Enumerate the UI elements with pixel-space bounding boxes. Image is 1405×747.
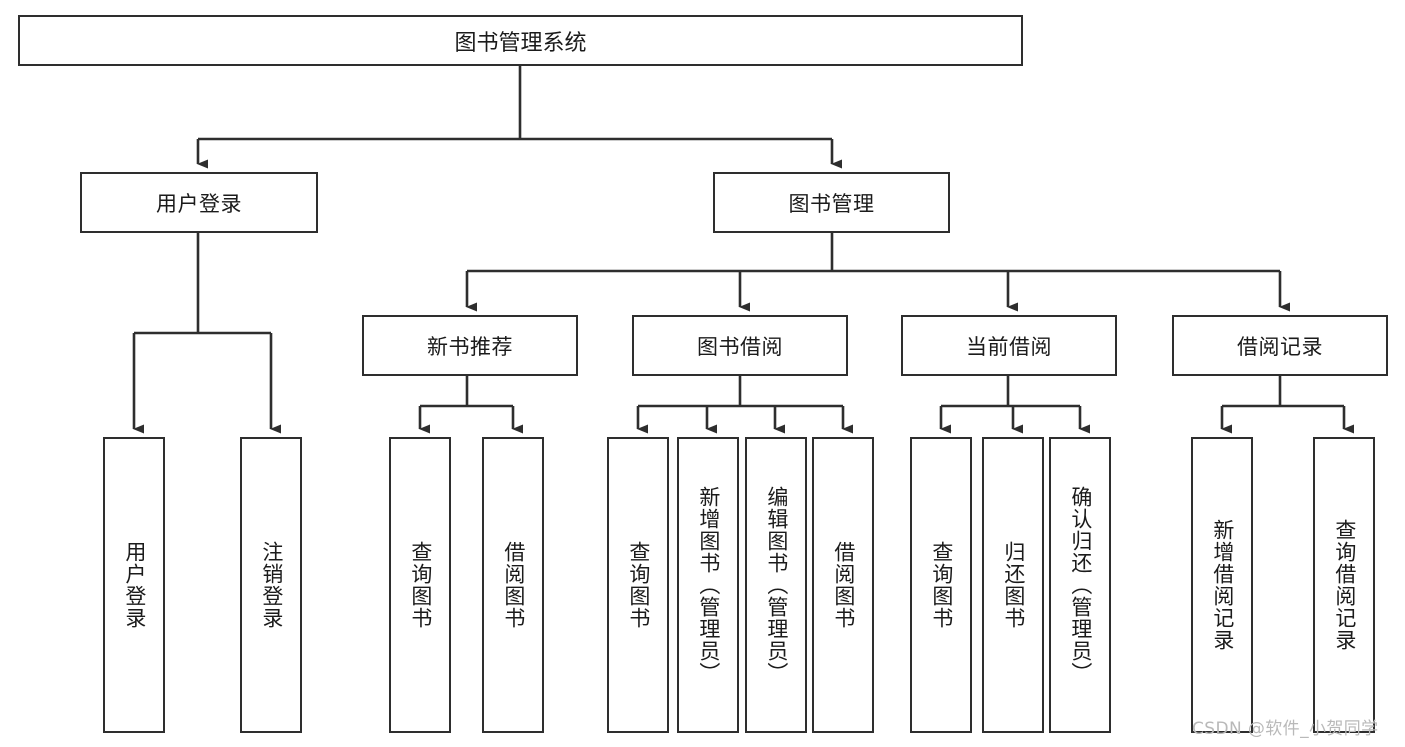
node-current-borrow[interactable]: 当前借阅 bbox=[901, 315, 1117, 376]
node-new-book-recommend[interactable]: 新书推荐 bbox=[362, 315, 578, 376]
leaf-user-login-label: 用户登录 bbox=[122, 541, 147, 629]
leaf-br-add-record[interactable]: 新增借阅记录 bbox=[1191, 437, 1253, 733]
leaf-user-login[interactable]: 用户登录 bbox=[103, 437, 165, 733]
leaf-bb-add-book[interactable]: 新增图书（管理员） bbox=[677, 437, 739, 733]
node-book-management[interactable]: 图书管理 bbox=[713, 172, 950, 233]
node-borrow-record-label: 借阅记录 bbox=[1237, 334, 1323, 359]
watermark: CSDN @软件_小贺同学 bbox=[1192, 719, 1379, 739]
leaf-bb-query-book[interactable]: 查询图书 bbox=[607, 437, 669, 733]
node-root[interactable]: 图书管理系统 bbox=[18, 15, 1023, 66]
node-book-management-label: 图书管理 bbox=[788, 191, 875, 216]
node-root-label: 图书管理系统 bbox=[454, 30, 587, 56]
leaf-br-query-record-label: 查询借阅记录 bbox=[1332, 519, 1357, 651]
leaf-cb-return-book-label: 归还图书 bbox=[1001, 541, 1026, 629]
node-user-login-label: 用户登录 bbox=[156, 191, 242, 216]
node-book-borrow-label: 图书借阅 bbox=[697, 334, 783, 359]
leaf-logout[interactable]: 注销登录 bbox=[240, 437, 302, 733]
leaf-br-query-record[interactable]: 查询借阅记录 bbox=[1313, 437, 1375, 733]
leaf-bb-edit-book-label: 编辑图书（管理员） bbox=[764, 486, 789, 684]
leaf-bb-borrow-book-label: 借阅图书 bbox=[831, 541, 856, 629]
leaf-bb-query-book-label: 查询图书 bbox=[626, 541, 651, 629]
node-user-login[interactable]: 用户登录 bbox=[80, 172, 318, 233]
leaf-nb-query-book-label: 查询图书 bbox=[408, 541, 433, 629]
leaf-br-add-record-label: 新增借阅记录 bbox=[1210, 519, 1235, 651]
leaf-cb-confirm-return-label: 确认归还（管理员） bbox=[1068, 486, 1093, 684]
leaf-nb-query-book[interactable]: 查询图书 bbox=[389, 437, 451, 733]
leaf-cb-query-book-label: 查询图书 bbox=[929, 541, 954, 629]
node-current-borrow-label: 当前借阅 bbox=[966, 334, 1052, 359]
leaf-cb-confirm-return[interactable]: 确认归还（管理员） bbox=[1049, 437, 1111, 733]
leaf-bb-edit-book[interactable]: 编辑图书（管理员） bbox=[745, 437, 807, 733]
leaf-cb-return-book[interactable]: 归还图书 bbox=[982, 437, 1044, 733]
leaf-bb-add-book-label: 新增图书（管理员） bbox=[696, 486, 721, 684]
node-new-book-recommend-label: 新书推荐 bbox=[427, 334, 513, 359]
leaf-logout-label: 注销登录 bbox=[259, 541, 284, 629]
leaf-nb-borrow-book[interactable]: 借阅图书 bbox=[482, 437, 544, 733]
leaf-bb-borrow-book[interactable]: 借阅图书 bbox=[812, 437, 874, 733]
node-borrow-record[interactable]: 借阅记录 bbox=[1172, 315, 1388, 376]
leaf-nb-borrow-book-label: 借阅图书 bbox=[501, 541, 526, 629]
leaf-cb-query-book[interactable]: 查询图书 bbox=[910, 437, 972, 733]
node-book-borrow[interactable]: 图书借阅 bbox=[632, 315, 848, 376]
